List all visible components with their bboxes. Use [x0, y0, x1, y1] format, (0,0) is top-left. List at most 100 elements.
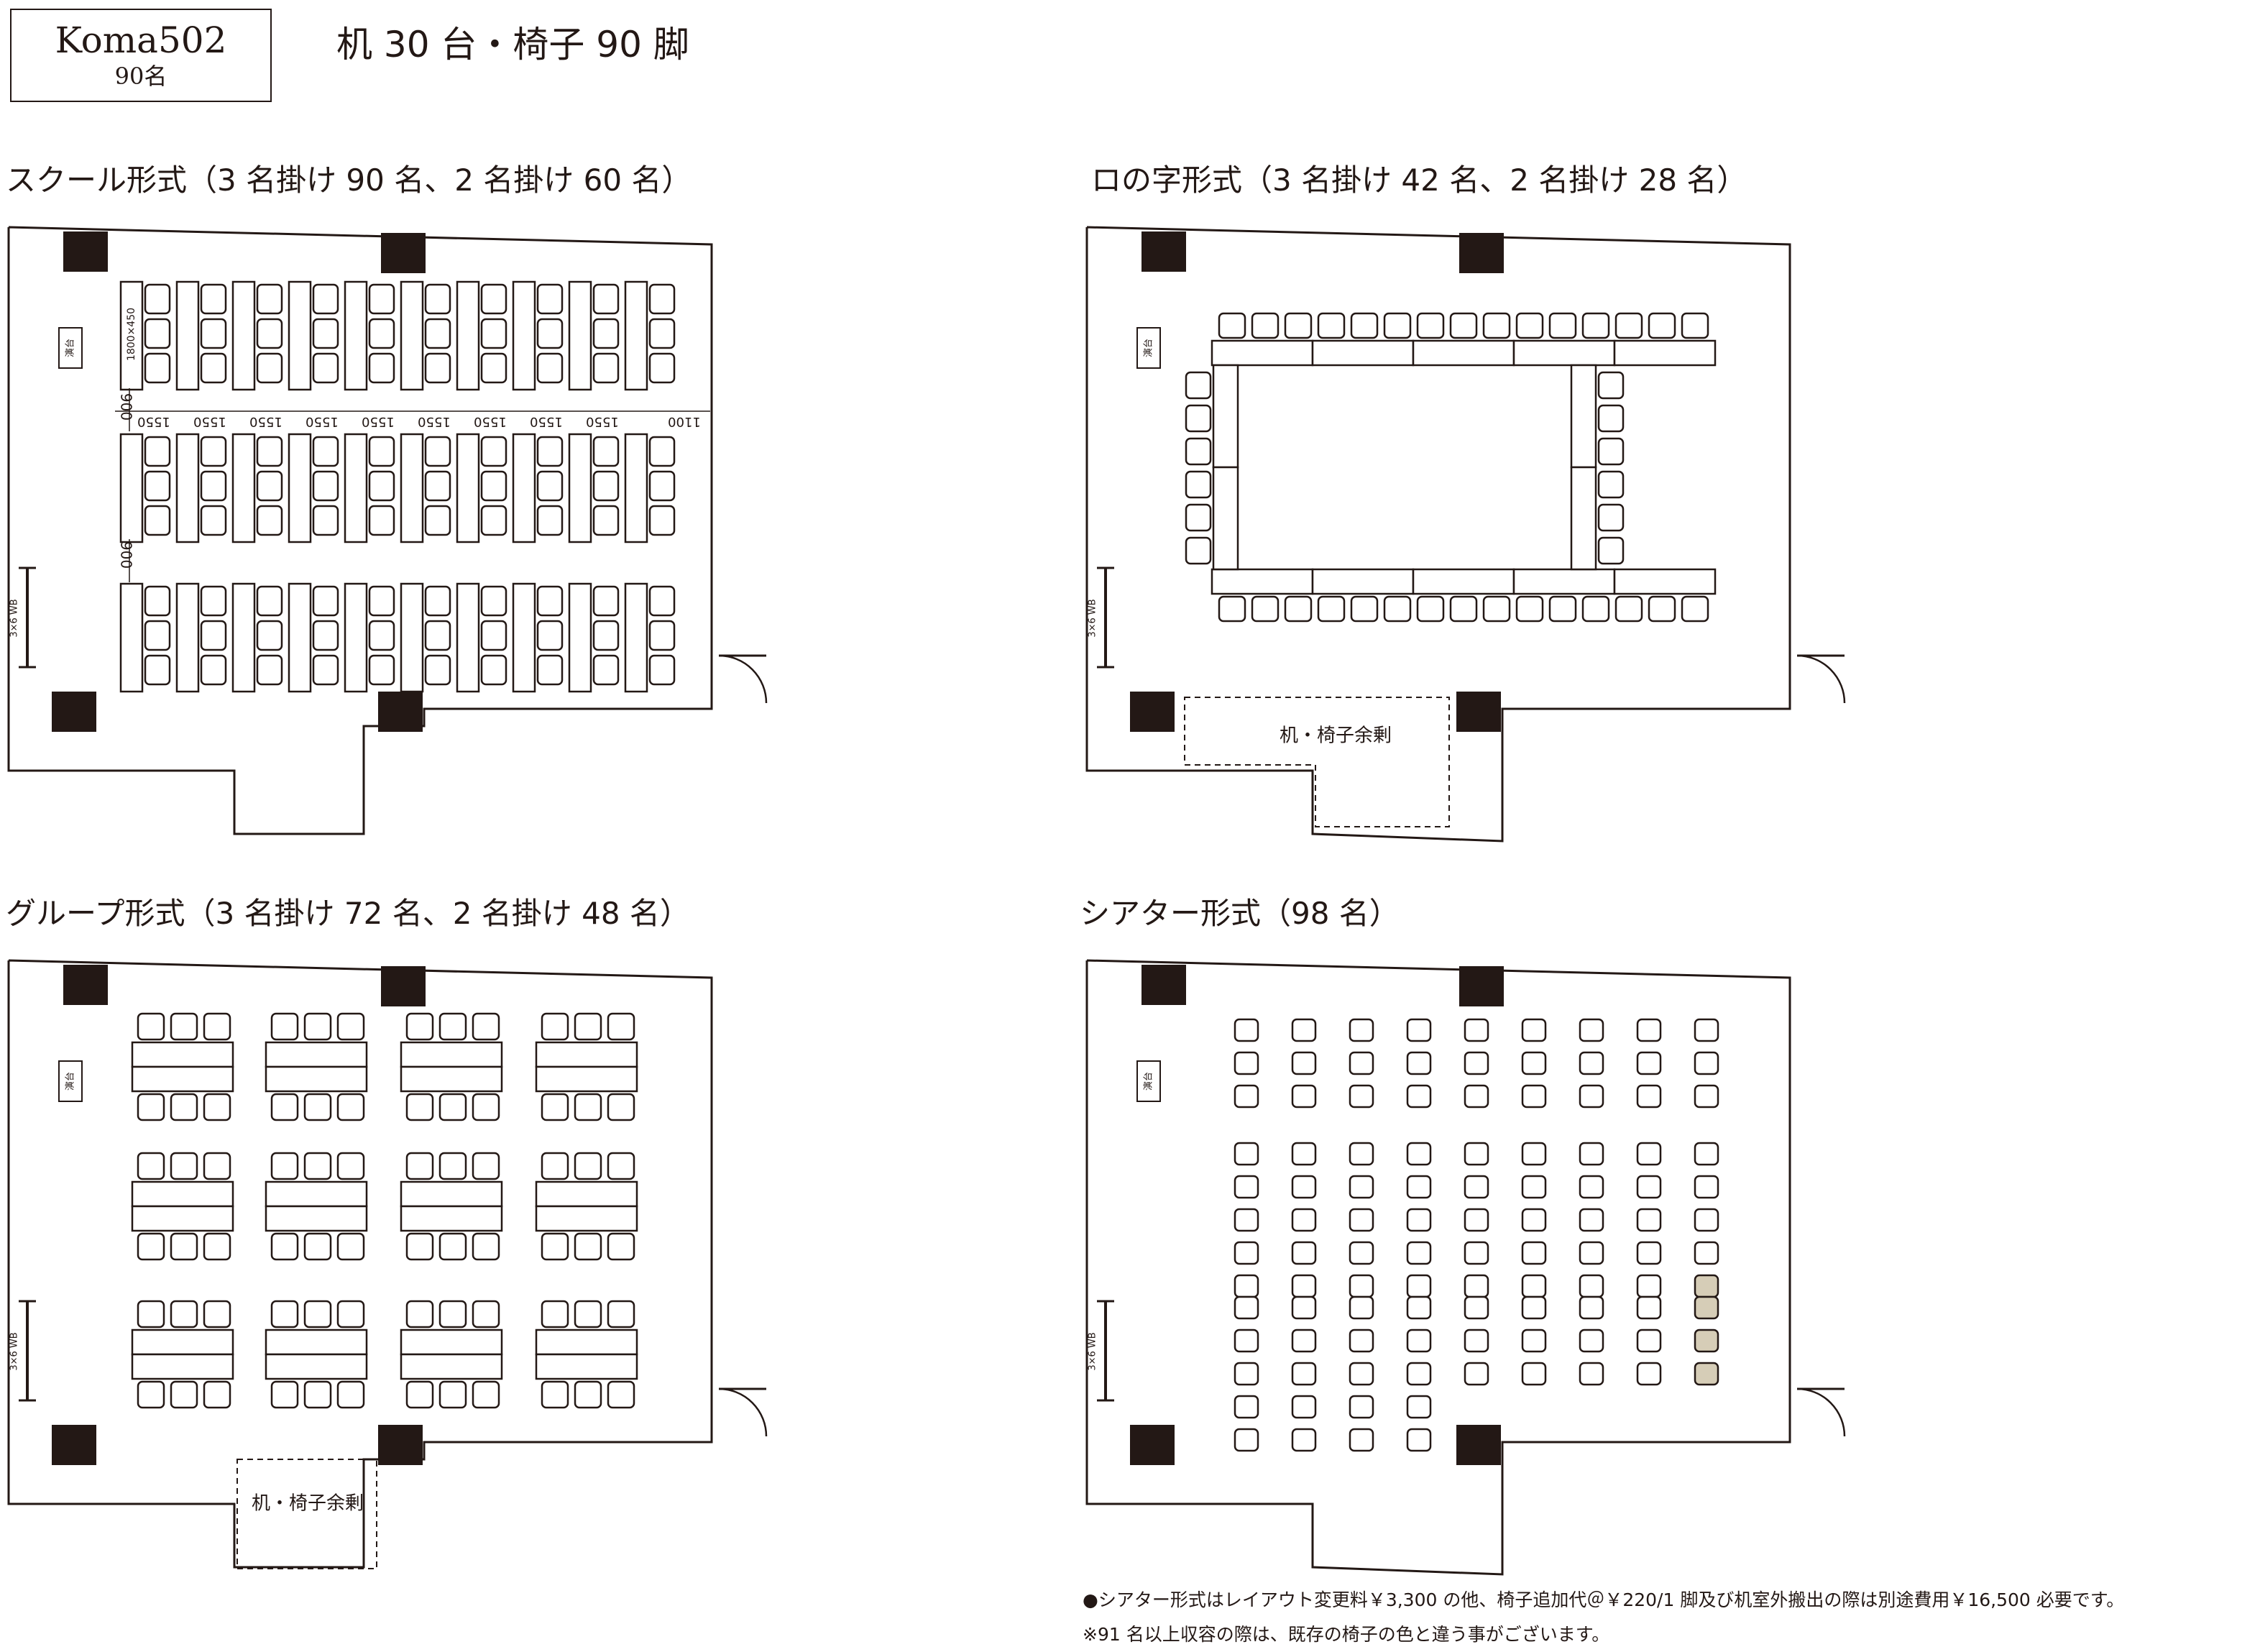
chair [592, 283, 620, 315]
chair [1349, 1175, 1374, 1199]
chair [256, 283, 283, 315]
chair [438, 1232, 467, 1261]
chair [1636, 1274, 1662, 1298]
desk [1211, 568, 1314, 595]
chair [137, 1380, 165, 1409]
desk [288, 433, 312, 543]
chair [144, 283, 171, 315]
chair [368, 470, 395, 502]
room-name: Koma502 [55, 19, 227, 61]
hollow-square-layout-title: ロの字形式（3 名掛け 42 名、2 名掛け 28 名） [1091, 162, 1747, 198]
chair [1548, 312, 1577, 339]
chair [1636, 1329, 1662, 1353]
desk [400, 1041, 503, 1068]
chair [170, 1152, 198, 1180]
extra-chair [1694, 1362, 1719, 1386]
chair [438, 1300, 467, 1329]
storage-label: 机・椅子余剰 [252, 1493, 364, 1515]
chair [1579, 1329, 1604, 1353]
pillar [381, 966, 426, 1006]
chair [536, 505, 564, 536]
desk [175, 280, 200, 391]
pillar [1142, 965, 1186, 1005]
chair [256, 505, 283, 536]
gap-row-label: 900 [118, 393, 135, 421]
whiteboard-label: 3×6 WB [9, 1332, 20, 1370]
chair [1406, 1142, 1432, 1166]
chair [607, 1093, 635, 1121]
chair [1464, 1329, 1489, 1353]
chair [1317, 312, 1346, 339]
chair [472, 1232, 500, 1261]
chair [144, 620, 171, 651]
chair [1406, 1362, 1432, 1386]
pillar [1456, 1425, 1501, 1465]
chair [1317, 595, 1346, 623]
chair [1648, 312, 1676, 339]
podium-label: 演台 [65, 339, 76, 357]
desk [131, 1353, 234, 1380]
desk [400, 1065, 503, 1093]
chair [541, 1300, 569, 1329]
chair [1349, 1274, 1374, 1298]
chair [424, 352, 451, 384]
theater-layout-title: シアター形式（98 名） [1080, 896, 1400, 931]
chair [438, 1152, 467, 1180]
chair [472, 1300, 500, 1329]
chair [1597, 470, 1625, 499]
chair [648, 585, 676, 617]
chair [1284, 595, 1313, 623]
chair [1291, 1241, 1317, 1265]
whiteboard-label: 3×6 WB [9, 599, 20, 637]
chair [303, 1300, 332, 1329]
chair [270, 1012, 299, 1041]
chair [203, 1300, 231, 1329]
chair [1185, 503, 1212, 532]
chair [1291, 1395, 1317, 1419]
podium-label: 演台 [1143, 339, 1154, 357]
chair [200, 585, 227, 617]
extra-chair [1694, 1295, 1719, 1320]
chair [1349, 1329, 1374, 1353]
desk-size-label: 1800×450 [126, 308, 137, 361]
chair [200, 436, 227, 467]
desk [1311, 339, 1415, 367]
chair [312, 470, 339, 502]
chair [1406, 1051, 1432, 1075]
chair [1694, 1051, 1719, 1075]
desk [265, 1041, 368, 1068]
desk [535, 1205, 638, 1232]
desk [400, 1205, 503, 1232]
chair [1521, 1241, 1547, 1265]
chair [1636, 1018, 1662, 1042]
chair [1521, 1362, 1547, 1386]
chair [1579, 1084, 1604, 1109]
desk [568, 582, 592, 693]
pillar [52, 1425, 96, 1465]
chair [424, 620, 451, 651]
desk [265, 1353, 368, 1380]
chair [480, 283, 507, 315]
chair [536, 654, 564, 686]
chair [368, 654, 395, 686]
chair [1185, 404, 1212, 433]
chair [592, 318, 620, 349]
whiteboard-label: 3×6 WB [1088, 1332, 1098, 1370]
chair [1350, 595, 1379, 623]
chair [368, 318, 395, 349]
desk [344, 433, 368, 543]
chair [303, 1380, 332, 1409]
desk [535, 1041, 638, 1068]
chair [1579, 1362, 1604, 1386]
chair [1234, 1329, 1259, 1353]
chair [1636, 1084, 1662, 1109]
chair [1515, 312, 1544, 339]
chair [1482, 312, 1511, 339]
chair [270, 1152, 299, 1180]
chair [405, 1093, 434, 1121]
chair [256, 585, 283, 617]
door-swing [1796, 1387, 1846, 1437]
chair [336, 1152, 365, 1180]
chair [1636, 1241, 1662, 1265]
chair [1681, 312, 1709, 339]
